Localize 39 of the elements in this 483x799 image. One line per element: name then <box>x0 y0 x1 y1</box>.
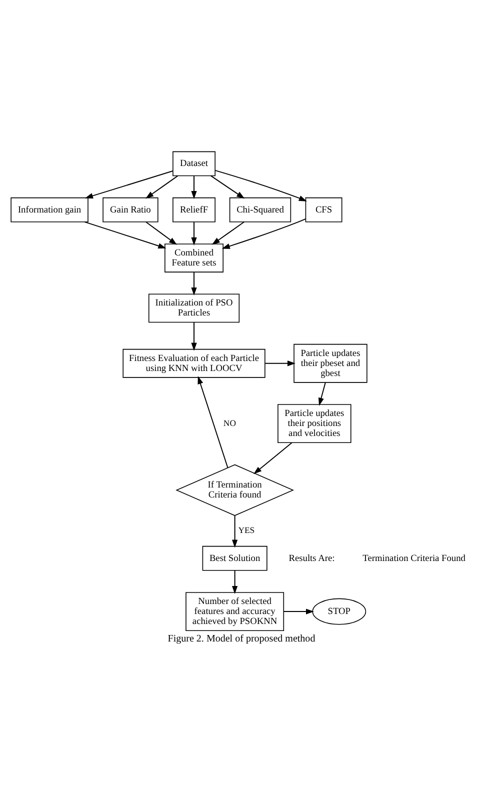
arrow <box>318 382 326 406</box>
node-ellipse: STOP <box>312 598 366 625</box>
arrow <box>198 376 228 468</box>
arrow <box>191 222 197 246</box>
label: Results Are: <box>288 554 335 564</box>
arrow <box>222 218 306 249</box>
edge-label: NO <box>223 418 236 428</box>
arrow <box>146 222 177 245</box>
node-box: Number of selected features and accuracy achieved by PSOKNN <box>186 592 284 631</box>
arrow <box>210 175 245 199</box>
node-box: Best Solution <box>202 546 268 571</box>
node-box: Initialization of PSO Particles <box>148 294 240 323</box>
edge-label: YES <box>238 525 255 536</box>
arrow <box>215 170 307 202</box>
arrow <box>212 222 244 245</box>
arrow <box>265 360 296 366</box>
node-diamond: If Termination Criteria found <box>176 464 294 516</box>
arrow <box>284 608 314 614</box>
arrow <box>84 221 166 249</box>
arrow <box>191 272 197 296</box>
arrow <box>254 442 292 474</box>
node-box: Combined Feature sets <box>164 244 224 272</box>
node-box: Particle updates their pbeset and gbest <box>294 344 368 383</box>
node-box: Fitness Evaluation of each Particle using KNN with LOOCV <box>122 348 266 378</box>
node-box: Particle updates their positions and velocities <box>278 404 352 444</box>
arrow <box>191 322 197 351</box>
node-box: CFS <box>305 197 342 222</box>
label: Termination Criteria Found <box>362 554 466 564</box>
arrow <box>84 170 173 199</box>
node-box: Gain Ratio <box>102 197 158 222</box>
arrow <box>232 516 238 548</box>
caption: Figure 2. Model of proposed method <box>168 633 316 644</box>
node-box: Chi-Squared <box>229 197 292 222</box>
node-box: ReliefF <box>172 197 216 222</box>
node-box: Dataset <box>172 151 216 176</box>
arrow <box>191 176 197 200</box>
node-box: Information gain <box>10 197 88 222</box>
arrow <box>146 176 178 199</box>
arrow <box>232 570 238 594</box>
